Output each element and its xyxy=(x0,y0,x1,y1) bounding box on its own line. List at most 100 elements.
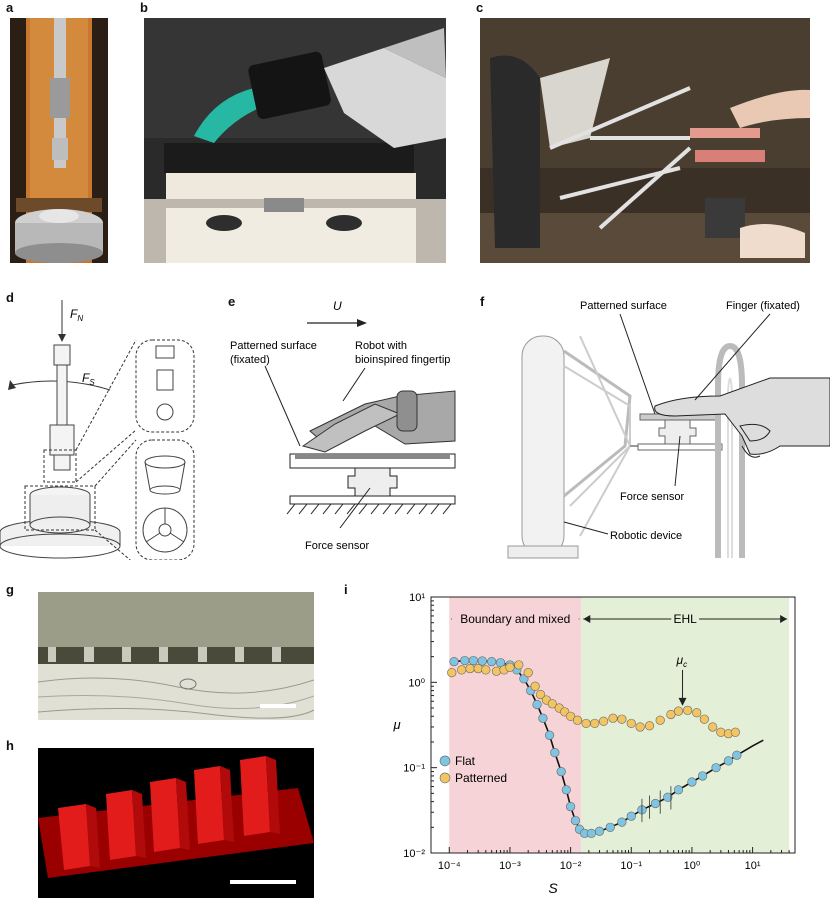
sensor-label: Force sensor xyxy=(305,540,370,552)
legend-label-flat: Flat xyxy=(455,754,476,768)
data-point-patterned xyxy=(523,668,533,678)
render-h-3d-pattern xyxy=(38,748,314,898)
data-point-patterned xyxy=(644,721,655,731)
y-tick-label: 10⁰ xyxy=(408,677,425,689)
data-point-flat xyxy=(532,699,542,710)
x-tick-label: 10⁻⁴ xyxy=(438,860,461,872)
data-point-patterned xyxy=(481,665,491,675)
data-point-patterned xyxy=(530,681,540,691)
data-point-patterned xyxy=(626,718,636,729)
photo-a-rheometer xyxy=(10,18,108,263)
data-point-flat xyxy=(594,826,605,836)
region-1 xyxy=(581,597,790,853)
data-point-flat xyxy=(605,822,615,832)
data-point-patterned xyxy=(581,718,591,729)
diagram-f-human-setup: Patterned surface Finger (fixated) Force… xyxy=(507,300,830,559)
y-axis-label: μ xyxy=(392,717,400,732)
x-tick-label: 10⁻¹ xyxy=(620,860,642,872)
force-shear-label: FS xyxy=(82,371,95,387)
region-arrowhead-right-1 xyxy=(780,615,788,623)
data-point-flat xyxy=(723,756,734,766)
f-sensor-label: Force sensor xyxy=(620,491,685,503)
data-point-patterned xyxy=(514,660,524,670)
data-point-patterned xyxy=(491,666,502,676)
data-point-patterned xyxy=(635,722,645,732)
f-surface-label: Patterned surface xyxy=(580,300,667,312)
scale-bar-h xyxy=(230,880,296,884)
panel-label-b: b xyxy=(140,0,148,15)
annotation-arrowhead xyxy=(678,697,687,706)
data-point-patterned xyxy=(683,705,693,715)
data-point-patterned xyxy=(473,663,483,674)
region-label-0: Boundary and mixed xyxy=(460,612,570,626)
data-point-patterned xyxy=(617,714,627,724)
y-tick-label: 10¹ xyxy=(409,592,425,604)
data-point-patterned xyxy=(535,689,546,700)
data-point-patterned xyxy=(608,713,618,723)
robot-label-line2: bioinspired fingertip xyxy=(355,354,450,366)
annotation-label: μc xyxy=(676,653,688,669)
panel-label-c: c xyxy=(476,0,484,15)
data-point-patterned xyxy=(572,715,583,725)
legend-marker-patterned xyxy=(439,772,451,784)
data-point-patterned xyxy=(699,714,709,724)
data-point-patterned xyxy=(465,663,475,674)
diagram-e-robot-setup: U Patterned surface (fixated) Robot with… xyxy=(230,299,456,552)
data-point-patterned xyxy=(599,716,609,726)
x-tick-label: 10⁰ xyxy=(684,860,701,872)
velocity-label: U xyxy=(333,299,342,313)
data-point-flat xyxy=(570,815,580,826)
data-point-patterned xyxy=(457,665,467,675)
data-point-patterned xyxy=(547,699,557,709)
data-point-flat xyxy=(663,792,673,802)
x-axis-label: S xyxy=(548,880,558,896)
data-point-flat xyxy=(556,766,566,777)
force-normal-label: FN xyxy=(70,307,83,323)
data-point-patterned xyxy=(447,668,457,678)
legend-marker-flat xyxy=(439,755,451,767)
data-point-flat xyxy=(586,828,596,838)
photo-c-robotic-device xyxy=(480,18,810,263)
data-point-flat xyxy=(650,798,661,809)
data-point-patterned xyxy=(730,727,740,737)
region-0 xyxy=(449,597,582,853)
data-point-flat xyxy=(698,771,708,781)
photo-b-robot-finger xyxy=(144,18,446,263)
data-point-flat xyxy=(468,655,479,666)
panel-label-d: d xyxy=(6,290,14,305)
data-point-patterned xyxy=(673,706,684,716)
x-tick-label: 10⁻³ xyxy=(499,860,521,872)
region-label-1: EHL xyxy=(674,612,698,626)
data-point-patterned xyxy=(505,662,515,672)
panel-label-e: e xyxy=(228,294,236,309)
y-tick-label: 10⁻² xyxy=(403,848,425,860)
region-label-bg-1 xyxy=(671,610,700,626)
data-point-flat xyxy=(460,655,470,666)
micrograph-g-cross-section xyxy=(38,592,314,720)
panel-label-i: i xyxy=(344,582,348,597)
data-point-flat xyxy=(477,656,487,666)
x-tick-label: 10¹ xyxy=(745,860,761,872)
scale-bar-g xyxy=(260,704,296,708)
panel-label-h: h xyxy=(6,738,14,753)
data-point-patterned xyxy=(655,715,665,725)
data-point-patterned xyxy=(692,708,702,718)
data-point-flat xyxy=(544,730,555,740)
data-point-flat xyxy=(538,713,548,723)
legend-label-patterned: Patterned xyxy=(455,771,507,785)
region-arrowhead-left-1 xyxy=(583,615,591,623)
data-point-flat xyxy=(550,748,560,758)
data-point-patterned xyxy=(666,709,676,720)
data-point-flat xyxy=(617,817,627,827)
data-point-flat xyxy=(561,785,571,795)
region-label-bg-0 xyxy=(451,610,579,626)
data-point-flat xyxy=(732,750,742,760)
data-point-flat xyxy=(626,811,636,821)
data-point-patterned xyxy=(590,718,600,729)
data-point-patterned xyxy=(565,711,576,721)
surface-label-line1: Patterned surface xyxy=(230,340,317,352)
f-device-label: Robotic device xyxy=(610,530,682,542)
data-point-flat xyxy=(673,785,684,795)
diagram-d-rheometer: FN FS xyxy=(0,300,195,560)
